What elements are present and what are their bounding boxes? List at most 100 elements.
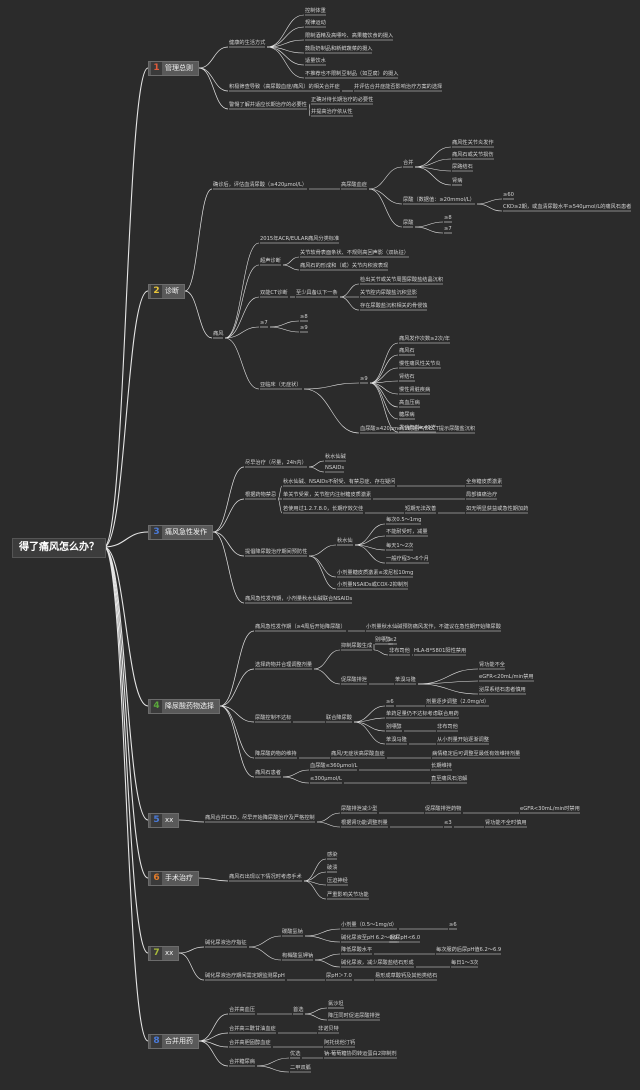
node-t1-a4[interactable]: 鼓励奶制品和新鲜蔬菜的摄入 [305,46,373,52]
node-t3-c2[interactable]: 小剂量糖皮质激素≤泼尼松10mg [337,570,414,576]
node-t4-e2[interactable]: ≤300μmol/L [310,776,342,782]
node-t2-a1a2[interactable]: 痛风石或关节损伤 [452,152,494,158]
node-t3-c1[interactable]: 秋水仙 [337,538,353,544]
node-t1-c2[interactable]: 并提高治疗依从性 [311,109,353,115]
node-t4-a[interactable]: 痛风急性发作期（≥4周后开始降尿酸） [255,624,346,630]
node-t4-e1a[interactable]: 长期维持 [431,763,452,769]
node-t4-b2[interactable]: 促尿酸排泄 [341,677,367,683]
node-t1-a[interactable]: 健康的生活方式 [229,40,266,46]
node-t3-a[interactable]: 尽早治疗（尽量，24h内） [245,460,307,466]
node-t2-b5a6[interactable]: 高血压病 [399,400,420,406]
node-t4-c1c[interactable]: 别嘌醇 [386,724,402,730]
node-t2-b[interactable]: 痛风 [213,331,224,337]
node-t8-a[interactable]: 合并高血压 [229,1007,255,1013]
node-t2-b3a[interactable]: 至少具备以下一条 [296,290,338,296]
node-t7-b[interactable]: 碱化尿液治疗期间需定期监测尿pH [205,973,285,979]
node-t4-b1b[interactable]: 非布司他 [389,648,410,654]
node-t7-a2a[interactable]: 降低尿酸水平 [341,947,373,953]
node-t4-e1[interactable]: 血尿酸≤360μmol/L [310,763,358,769]
node-t6-a4[interactable]: 严重影响关节功能 [327,892,369,898]
node-t4-c1a[interactable]: ≥6 [386,699,394,705]
node-t2-b5a8[interactable]: 发病年龄<40岁 [399,425,436,431]
node-t7-b1[interactable]: 尿pH＞7.0 [326,973,352,979]
node-t4-b[interactable]: 选择药物并合理调整剂量 [255,662,313,668]
node-t3-b2[interactable]: 单关节受累，关节腔内注射糖皮质激素 [283,492,372,498]
node-t3-c1b[interactable]: 不能耐受时，减量 [386,529,428,535]
node-t4-b1a1[interactable]: ≤2 [389,637,397,643]
node-t4-c1a1[interactable]: 剂量逐步调整（2.0mg/d） [426,699,490,705]
node-t6-a3[interactable]: 压迫神经 [327,878,348,884]
node-t8-c[interactable]: 合并高胆固醇血症 [229,1040,271,1046]
root-topic[interactable]: 得了痛风怎么办？ [12,538,106,558]
node-t4-c1c1[interactable]: 非布司他 [437,724,458,730]
node-t4-b1[interactable]: 抑制尿酸生成 [341,643,373,649]
node-t4-d1a[interactable]: 病情稳定后可调整至最低有效维持剂量 [432,751,521,757]
node-t4-c1d1[interactable]: 从小剂量开始逐渐调整 [437,737,489,743]
node-t2-b2b[interactable]: 痛风石的形成和（或）关节内积液表现 [300,263,389,269]
node-t4-e[interactable]: 痛风石患者 [255,770,281,776]
node-t4-b2a1[interactable]: 肾功能不全 [479,662,505,668]
node-t8-d[interactable]: 合并糖尿病 [229,1059,255,1065]
node-t1-b[interactable]: 积极筛查导致（高尿酸血症/痛风）的相关合并症 [229,84,340,90]
node-t2-b5a3[interactable]: 慢性痛风性关节炎 [399,361,441,367]
node-t1-a1[interactable]: 控制体重 [305,8,326,14]
node-t2-b3a3[interactable]: 存在尿酸盐沉积相关的骨侵蚀 [360,303,428,309]
node-t2-b5a5[interactable]: 慢性肾脏疾病 [399,387,431,393]
node-t2-b1[interactable]: 2015年ACR/EULAR痛风分类标准 [260,236,340,242]
node-t4-c[interactable]: 尿酸控制不达标 [255,715,292,721]
node-t4-a1[interactable]: 小剂量秋水仙碱预防痛风发作，不建议在急性期开始降尿酸 [366,624,501,630]
node-t2-b2[interactable]: 超声诊断 [260,258,281,264]
node-t3-d[interactable]: 痛风急性发作期，小剂量秋水仙碱联合NSAIDs [245,596,353,602]
node-t4-c1d[interactable]: 苯溴马隆 [386,737,407,743]
node-t7-a[interactable]: 碱化尿液治疗指征 [205,940,247,946]
node-t2-a1a[interactable]: 合并 [403,160,414,166]
node-t7-b1a[interactable]: 易形成草酸钙及其他类结石 [375,973,438,979]
node-t3-a2[interactable]: NSAIDs [325,465,345,471]
node-t4-b2a3[interactable]: 泌尿系结石患者慎用 [479,687,526,693]
node-t7-a1a[interactable]: 小剂量（0.5～1mg/d） [341,922,398,928]
node-t8-c1[interactable]: 阿托伐他汀钙 [324,1040,356,1046]
node-t1-c1[interactable]: 正确对待长期治疗的必要性 [311,97,374,103]
node-t2-a1f2[interactable]: ≥7 [444,226,452,232]
node-t4-d1[interactable]: 痛风/无症状高尿酸血症 [331,751,385,757]
node-t4-e2a[interactable]: 直至痛风石溶解 [431,776,468,782]
node-t2-a1e[interactable]: CKD≥2期，或血清尿酸水平≥540μmol/L的痛风石患者 [503,204,632,210]
node-t2-b3a1[interactable]: 检出关节或关节周围尿酸盐结晶沉积 [360,277,444,283]
node-t2-a1f[interactable]: 尿酸 [403,220,414,226]
node-t7-a2[interactable]: 枸橼酸氢钾钠 [282,953,314,959]
node-t2-b5[interactable]: 亚临床（无症状） [260,382,302,388]
node-t2-a1d[interactable]: ≥60 [503,192,514,198]
node-t4-d[interactable]: 降尿酸药物的维持 [255,751,297,757]
node-t8-a1[interactable]: 首选 [293,1007,304,1013]
node-t8-d1[interactable]: 优选 [290,1051,301,1057]
node-t6-a1[interactable]: 感染 [327,852,338,858]
node-t8-d2[interactable]: 二甲双胍 [290,1065,311,1071]
node-t2-a1a1[interactable]: 痛风性关节炎发作 [452,140,494,146]
node-t2-a1a4[interactable]: 肾病 [452,178,463,184]
node-t4-b1b1[interactable]: HLA-B*5801阳性禁用 [414,648,467,654]
node-t7-a1c[interactable]: 晨尿pH<6.0 [390,935,421,941]
node-t4-b2a2[interactable]: eGFR<20mL/min禁用 [479,674,534,680]
node-t2-b5a7[interactable]: 糖尿病 [399,412,415,418]
node-t7-a1[interactable]: 碳酸氢钠 [282,929,303,935]
node-t7-a1b[interactable]: 碱化尿液至pH 6.2～6.9 [341,935,398,941]
node-t3-c[interactable]: 提倡降尿酸治疗期间预防性 [245,549,308,555]
node-t3-c1d[interactable]: 一般疗程3～6个月 [386,556,429,562]
node-t5-a2b[interactable]: 肾功能不全时慎用 [485,820,527,826]
node-t8-b[interactable]: 合并高三酰甘油血症 [229,1026,276,1032]
node-t2-b5a[interactable]: ≥9 [360,376,368,382]
node-t7-a2a1[interactable]: 每次服药后尿pH值6.2～6.9 [436,947,502,953]
node-t3-b3[interactable]: 若使用过1.2.7.8.0，长期疗效欠佳 [283,506,364,512]
node-t1-a3[interactable]: 限制酒精及高嘌呤、高果糖饮食的摄入 [305,33,394,39]
node-t2-b3a2[interactable]: 关节腔内尿酸盐沉积显影 [360,290,418,296]
node-t3-b1a[interactable]: 全身糖皮质激素 [466,479,503,485]
node-t1-a2[interactable]: 规律运动 [305,20,326,26]
